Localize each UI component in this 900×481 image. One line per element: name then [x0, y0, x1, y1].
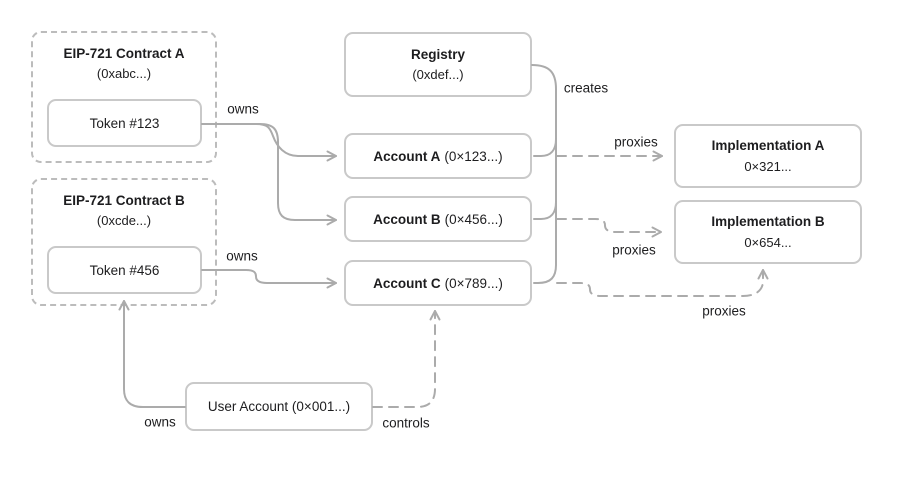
group-title: EIP-721 Contract B — [63, 193, 185, 208]
group-address: (0xcde...) — [96, 212, 152, 228]
node-implementation-a: Implementation A 0×321... — [674, 124, 862, 188]
account-address: (0×123...) — [444, 148, 503, 164]
edge-label-proxies-c: proxies — [702, 303, 746, 319]
edge-creates-trunk — [531, 64, 557, 284]
node-label: Token #456 — [89, 262, 160, 278]
account-name: Account C — [373, 275, 441, 291]
edge-label-proxies-a: proxies — [614, 134, 658, 150]
node-registry: Registry (0xdef...) — [344, 32, 532, 97]
node-title: Implementation B — [711, 214, 825, 230]
node-account-c: Account C(0×789...) — [344, 260, 532, 306]
node-token-123: Token #123 — [47, 99, 202, 147]
group-title: EIP-721 Contract A — [63, 46, 185, 61]
group-eip721-contract-a: EIP-721 Contract A (0xabc...) — [31, 31, 217, 163]
node-label: User Account (0×001...) — [207, 399, 351, 414]
edge-owns-token123-account-b — [201, 123, 337, 226]
node-address: 0×654... — [744, 234, 792, 250]
account-name: Account B — [373, 211, 441, 227]
edge-proxies-account-b-impl-b — [556, 218, 662, 238]
node-title: Registry — [410, 46, 466, 62]
group-address: (0xabc...) — [96, 65, 152, 81]
edge-controls-user-account-c — [372, 310, 441, 408]
node-user-account: User Account (0×001...) — [185, 382, 373, 431]
node-account-a: Account A(0×123...) — [344, 133, 532, 179]
node-label: Token #123 — [89, 115, 160, 131]
node-title: Implementation A — [711, 138, 825, 154]
node-account-b: Account B(0×456...) — [344, 196, 532, 242]
edge-creates-branch-account-a — [533, 138, 557, 157]
edge-owns-user-token456 — [118, 300, 186, 408]
edge-label-owns-user: owns — [144, 414, 176, 430]
edge-label-creates: creates — [563, 80, 609, 96]
node-token-456: Token #456 — [47, 246, 202, 294]
edge-proxies-account-c-impl-b — [556, 269, 769, 297]
account-address: (0×789...) — [444, 275, 503, 291]
node-address: (0xdef...) — [412, 67, 464, 83]
edge-owns-token123-account-a — [201, 123, 337, 162]
edge-label-proxies-b: proxies — [612, 242, 656, 258]
node-implementation-b: Implementation B 0×654... — [674, 200, 862, 264]
edge-label-owns-token123: owns — [227, 101, 259, 117]
edge-label-controls: controls — [382, 415, 430, 431]
edge-owns-token456-account-c — [201, 269, 337, 289]
node-address: 0×321... — [744, 158, 792, 174]
account-address: (0×456...) — [444, 211, 503, 227]
edge-creates-branch-account-b — [533, 201, 557, 220]
account-name: Account A — [373, 148, 441, 164]
edge-label-owns-token456: owns — [226, 248, 258, 264]
